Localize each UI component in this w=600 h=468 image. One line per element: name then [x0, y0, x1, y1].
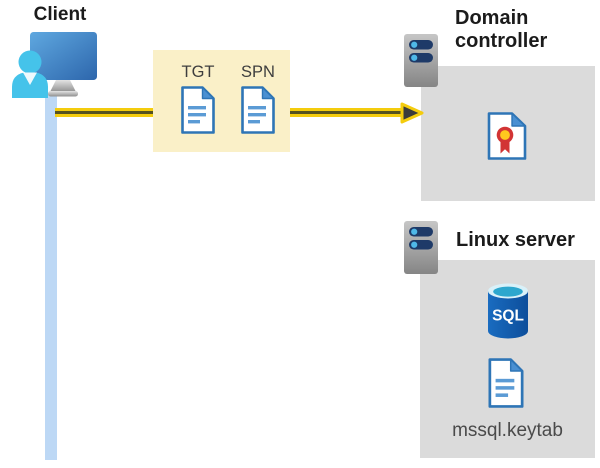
linux-server-label: Linux server: [456, 229, 575, 251]
keytab-document-icon: [488, 358, 524, 408]
tgt-document-icon: [181, 86, 215, 134]
spn-label: SPN: [241, 63, 275, 81]
tgt-ticket-group: TGT: [176, 62, 220, 134]
domain-controller-server-icon: [404, 34, 438, 87]
linux-server-icon: [404, 221, 438, 274]
ticket-box: TGT SPN: [153, 50, 290, 152]
monitor-icon: [30, 32, 97, 97]
client-label: Client: [33, 4, 87, 25]
sql-icon-label: SQL: [492, 308, 524, 325]
sql-database-icon: SQL: [488, 283, 528, 339]
keytab-filename-label: mssql.keytab: [452, 420, 563, 441]
spn-ticket-group: SPN: [236, 62, 280, 134]
client-computer-icon: [12, 32, 97, 98]
certificate-icon: [487, 112, 527, 160]
user-icon: [12, 50, 48, 98]
spn-document-icon: [241, 86, 275, 134]
arrowhead-icon: [400, 102, 424, 124]
client-connection-line: [45, 93, 57, 460]
domain-controller-label: Domain controller: [455, 7, 548, 52]
tgt-label: TGT: [181, 63, 215, 81]
